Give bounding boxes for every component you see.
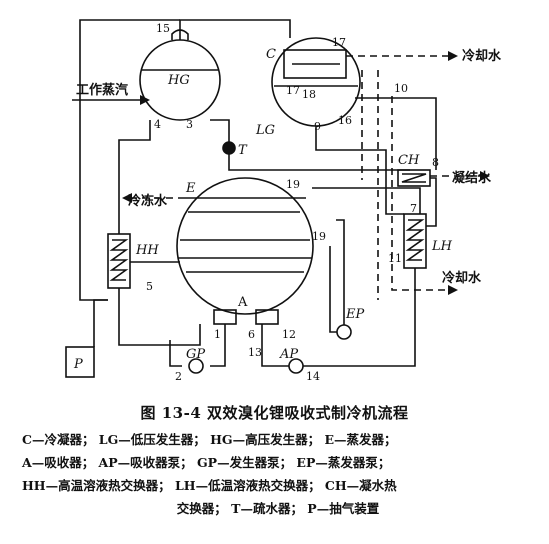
num-11: 11 <box>388 252 402 265</box>
label-lh: LH <box>431 239 453 254</box>
evaporator-pump <box>336 324 352 340</box>
num-12: 12 <box>282 328 296 341</box>
num-19a: 19 <box>286 178 300 191</box>
condenser-tube-bundle <box>283 49 347 79</box>
label-condensate-water: 凝结水 <box>452 170 492 186</box>
label-ep: EP <box>345 307 364 322</box>
label-chilled-water: 冷冻水 <box>128 193 168 209</box>
legend-line-4: 交换器； T—疏水器； P—抽气装置 <box>176 501 380 516</box>
num-1: 1 <box>214 328 221 341</box>
flow-diagram: HG C LG E A T HH LH CH EP GP AP P 工作蒸汽 冷… <box>65 19 502 383</box>
legend-line-2: A—吸收器； AP—吸收器泵； GP—发生器泵； EP—蒸发器泵； <box>22 455 391 470</box>
num-4: 4 <box>154 118 161 131</box>
label-e: E <box>185 181 196 196</box>
evaporator-absorber-shell <box>176 177 314 315</box>
legend-line-1: C—冷凝器； LG—低压发生器； HG—高压发生器； E—蒸发器； <box>22 432 397 447</box>
num-17b: 17 <box>286 84 300 97</box>
label-t: T <box>238 143 248 158</box>
label-cooling-water-top: 冷却水 <box>462 48 502 64</box>
num-2: 2 <box>175 370 182 383</box>
num-13: 13 <box>248 346 262 359</box>
label-cooling-water-bottom: 冷却水 <box>442 270 482 286</box>
label-ap: AP <box>279 347 298 362</box>
generator-pump <box>188 358 204 374</box>
label-working-steam: 工作蒸汽 <box>76 82 128 98</box>
num-16: 16 <box>338 114 352 127</box>
label-ch: CH <box>398 153 420 168</box>
num-9: 9 <box>314 120 321 133</box>
label-gp: GP <box>186 347 205 362</box>
num-5: 5 <box>146 280 153 293</box>
num-17a: 17 <box>332 36 346 49</box>
num-19b: 19 <box>312 230 326 243</box>
legend-line-3: HH—高温溶液热交换器； LH—低温溶液热交换器； CH—凝水热 <box>22 478 397 493</box>
label-c: C <box>266 47 276 62</box>
num-3: 3 <box>186 118 193 131</box>
num-15: 15 <box>156 22 170 35</box>
label-lg: LG <box>255 123 275 138</box>
num-7: 7 <box>410 202 417 215</box>
label-hh: HH <box>135 243 159 258</box>
num-18: 18 <box>302 88 316 101</box>
label-p: P <box>73 357 83 372</box>
num-6: 6 <box>248 328 255 341</box>
figure-legend: C—冷凝器； LG—低压发生器； HG—高压发生器； E—蒸发器； A—吸收器；… <box>22 428 534 520</box>
num-8: 8 <box>432 156 439 169</box>
num-10: 10 <box>394 82 408 95</box>
label-a: A <box>237 295 248 310</box>
steam-trap <box>222 141 236 155</box>
num-14: 14 <box>306 370 320 383</box>
figure-caption: 图 13-4 双效溴化锂吸收式制冷机流程 <box>140 404 409 422</box>
purge-device <box>65 346 95 378</box>
label-hg: HG <box>167 73 190 88</box>
